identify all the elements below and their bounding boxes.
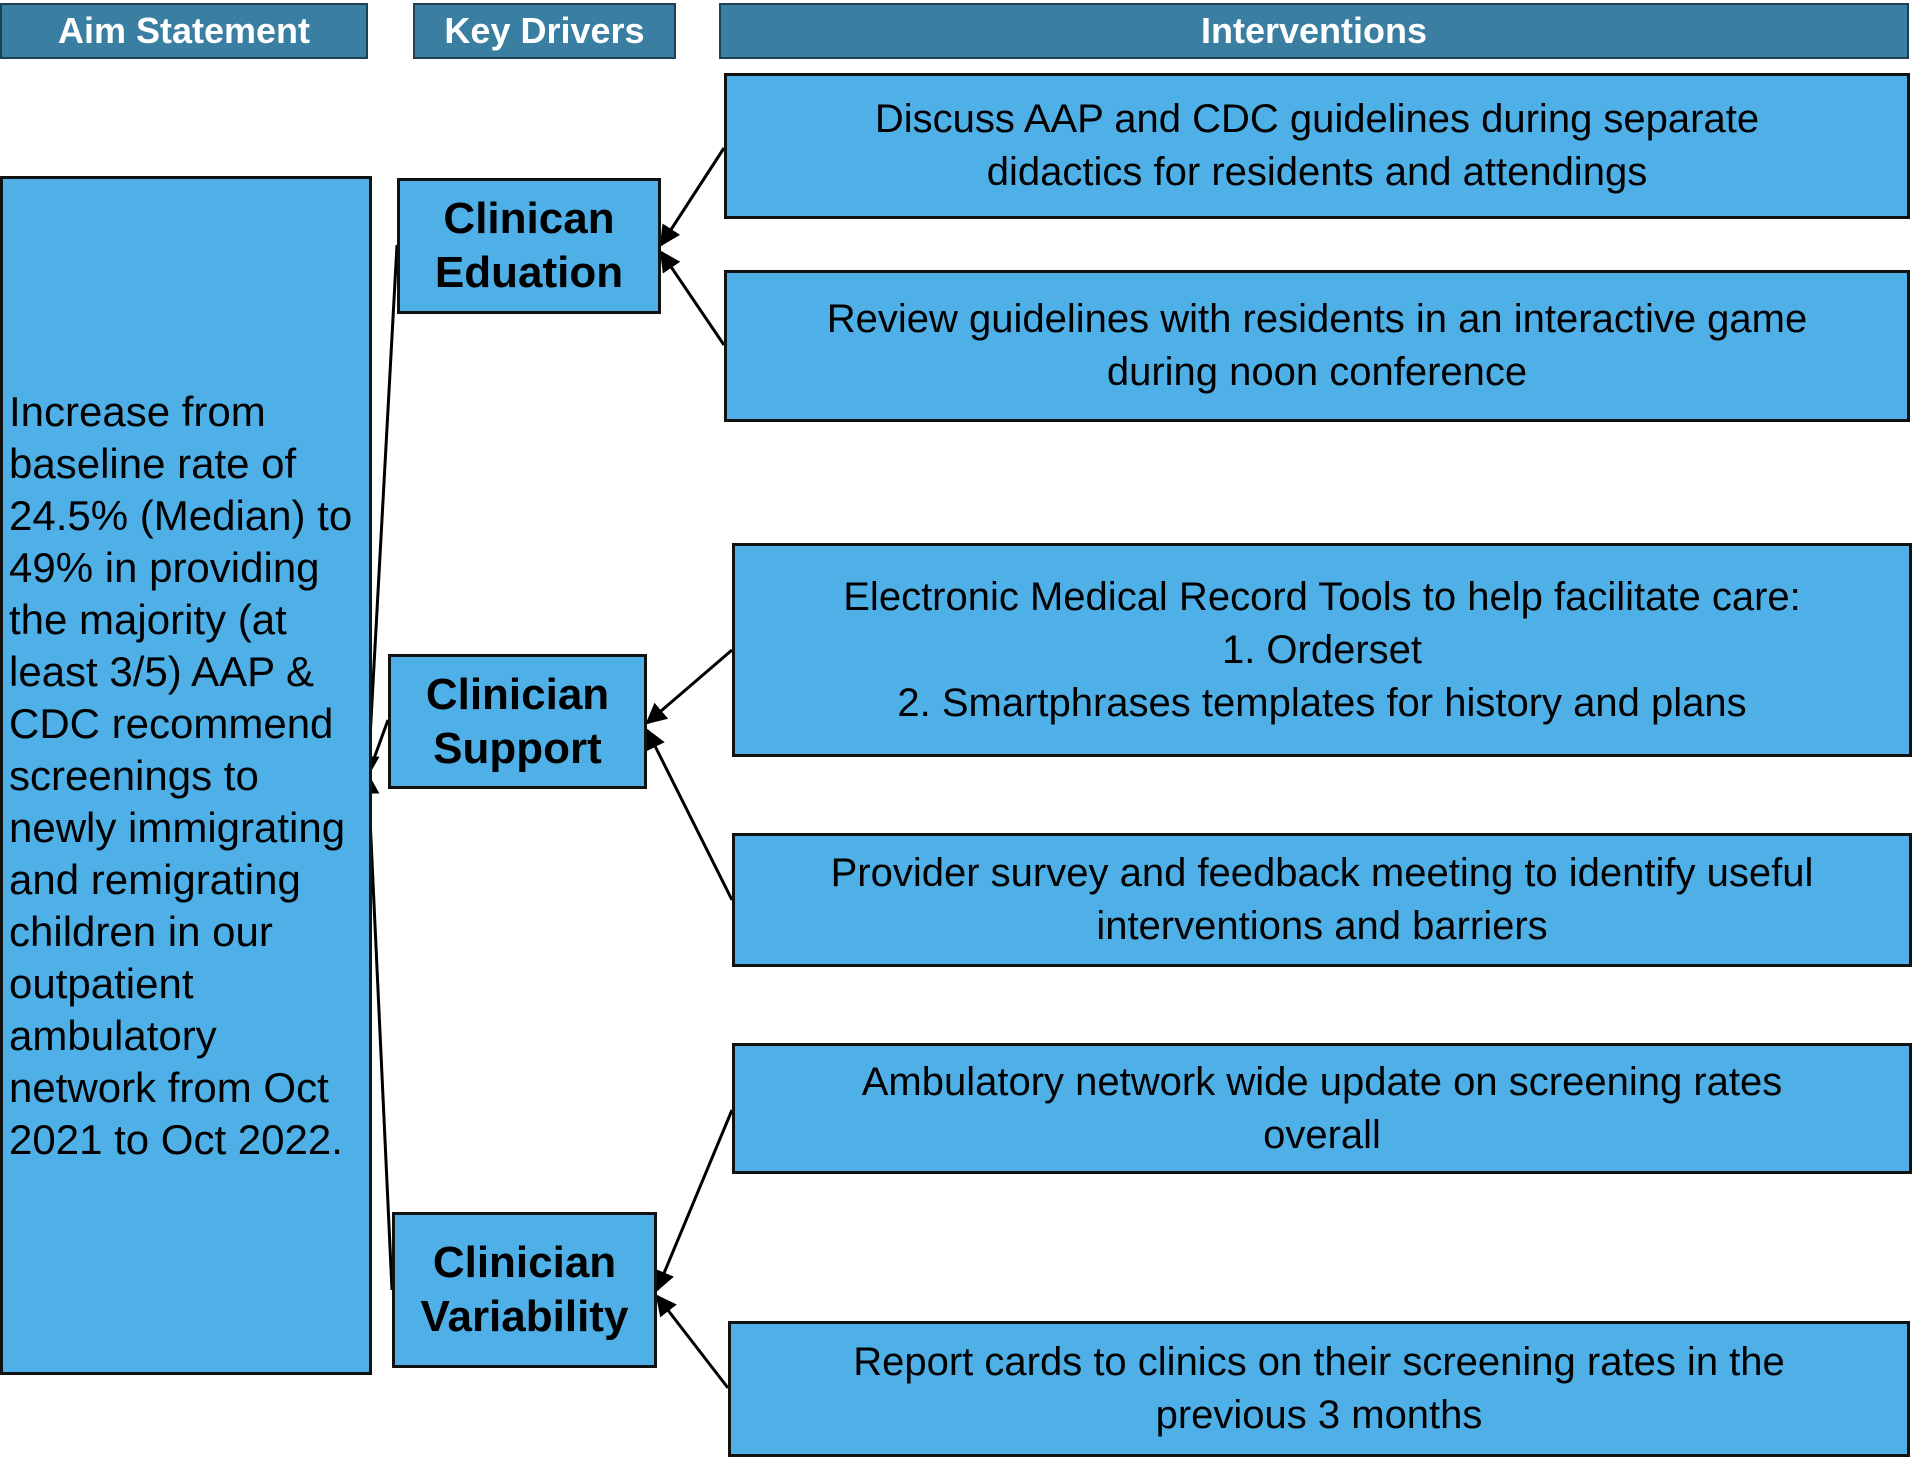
link-int6-variability bbox=[655, 1294, 730, 1389]
driver-label: Clinican Eduation bbox=[434, 194, 624, 297]
link-int1-education bbox=[659, 147, 726, 247]
intervention-line: 1. Orderset bbox=[1221, 627, 1423, 672]
intervention-interactive-game: Review guidelines with residents in an i… bbox=[724, 270, 1910, 422]
header-key-drivers: Key Drivers bbox=[413, 3, 676, 59]
driver-clinician-support: Clinician Support bbox=[388, 654, 647, 789]
intervention-line: interventions and barriers bbox=[1096, 904, 1548, 948]
link-aim-education bbox=[358, 244, 399, 778]
intervention-line: Discuss AAP and CDC guidelines during se… bbox=[874, 97, 1760, 141]
driver-label: Clinician Support bbox=[425, 669, 610, 773]
intervention-emr-tools: Electronic Medical Record Tools to help … bbox=[732, 543, 1912, 757]
driver-label: Clinician Variability bbox=[420, 1238, 629, 1341]
intervention-line: during noon conference bbox=[1106, 350, 1528, 394]
intervention-line: Report cards to clinics on their screeni… bbox=[853, 1340, 1785, 1384]
aim-statement-box: Increase from baseline rate of 24.5% (Me… bbox=[0, 176, 372, 1375]
link-int3-support bbox=[645, 648, 733, 725]
link-int4-support bbox=[645, 728, 734, 901]
driver-clinician-variability: Clinician Variability bbox=[392, 1212, 657, 1368]
intervention-line: Electronic Medical Record Tools to help … bbox=[843, 574, 1801, 619]
intervention-didactics: Discuss AAP and CDC guidelines during se… bbox=[724, 73, 1910, 219]
intervention-provider-survey: Provider survey and feedback meeting to … bbox=[732, 833, 1912, 967]
header-interventions: Interventions bbox=[719, 3, 1909, 59]
header-aim-statement: Aim Statement bbox=[0, 3, 368, 59]
intervention-line: overall bbox=[1263, 1112, 1381, 1157]
link-aim-variability bbox=[358, 772, 394, 1291]
intervention-line: 2. Smartphrases templates for history an… bbox=[897, 680, 1747, 725]
aim-statement-text: Increase from baseline rate of 24.5% (Me… bbox=[9, 387, 353, 1163]
link-int2-education bbox=[659, 250, 726, 346]
intervention-line: Ambulatory network wide update on screen… bbox=[861, 1059, 1783, 1104]
intervention-network-update: Ambulatory network wide update on screen… bbox=[732, 1043, 1912, 1174]
driver-clinician-education: Clinican Eduation bbox=[397, 178, 661, 314]
intervention-line: didactics for residents and attendings bbox=[986, 150, 1648, 194]
intervention-line: Provider survey and feedback meeting to … bbox=[830, 851, 1814, 895]
intervention-line: Review guidelines with residents in an i… bbox=[826, 297, 1808, 341]
intervention-report-cards: Report cards to clinics on their screeni… bbox=[728, 1321, 1910, 1457]
link-int5-variability bbox=[654, 1109, 734, 1292]
intervention-line: previous 3 months bbox=[1155, 1393, 1483, 1437]
